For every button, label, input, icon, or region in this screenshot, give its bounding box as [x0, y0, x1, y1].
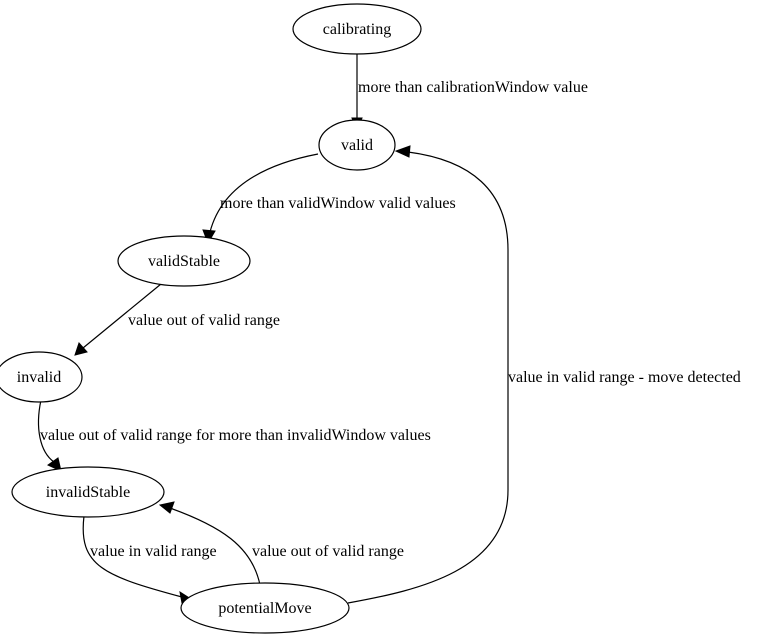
- arrowhead: [74, 342, 88, 356]
- edge-calibrating-to-valid: more than calibrationWindow value: [351, 54, 588, 132]
- edge-label-calibrating-to-valid: more than calibrationWindow value: [358, 79, 588, 96]
- arrowhead: [202, 229, 216, 245]
- node-potentialMove: potentialMove: [180, 582, 350, 634]
- node-label-calibrating: calibrating: [323, 21, 391, 38]
- edge-label-invalidStable-to-potentialMove: value in valid range: [90, 543, 217, 560]
- arrowhead: [158, 501, 175, 514]
- node-invalid: invalid: [0, 351, 83, 403]
- node-valid: valid: [318, 119, 396, 171]
- edge-invalid-to-invalidStable: value out of valid range for more than i…: [37, 399, 431, 472]
- edge-label-potentialMove-to-valid: value in valid range - move detected: [508, 369, 741, 386]
- node-validStable: validStable: [117, 235, 251, 287]
- edge-potentialMove-to-valid: value in valid range - move detected: [347, 145, 741, 604]
- arrowhead: [394, 145, 411, 158]
- arrowhead: [47, 457, 62, 472]
- node-label-valid: valid: [341, 137, 373, 154]
- edge-label-potentialMove-to-invalidStable: value out of valid range: [252, 543, 404, 560]
- edge-label-invalid-to-invalidStable: value out of valid range for more than i…: [40, 427, 431, 444]
- node-label-validStable: validStable: [148, 253, 220, 270]
- edge-invalidStable-to-potentialMove: value in valid range: [82, 515, 217, 604]
- node-label-invalid: invalid: [17, 369, 61, 386]
- node-invalidStable: invalidStable: [11, 466, 165, 518]
- edge-potentialMove-to-invalidStable: value out of valid range: [158, 501, 404, 586]
- edge-label-validStable-to-invalid: value out of valid range: [128, 312, 280, 329]
- node-label-potentialMove: potentialMove: [218, 600, 311, 617]
- edge-label-valid-to-validStable: more than validWindow valid values: [220, 195, 456, 212]
- edge-validStable-to-invalid: value out of valid range: [74, 283, 280, 356]
- node-calibrating: calibrating: [292, 3, 422, 55]
- edge-valid-to-validStable: more than validWindow valid values: [202, 153, 456, 245]
- node-label-invalidStable: invalidStable: [46, 484, 130, 501]
